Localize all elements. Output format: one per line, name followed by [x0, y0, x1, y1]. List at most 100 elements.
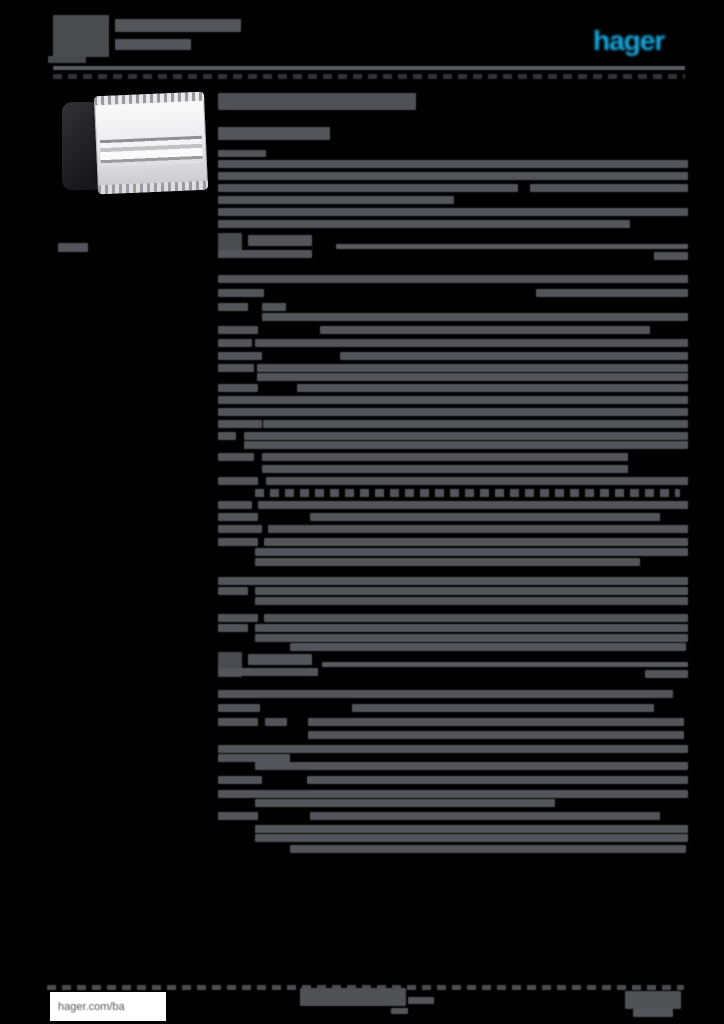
- redacted-text-bar: [255, 624, 688, 632]
- photo-heatsink-fins-bottom: [97, 180, 209, 195]
- redacted-text-bar: [262, 465, 628, 473]
- redacted-text-bar: [300, 988, 406, 1006]
- redacted-text-bar: [255, 597, 688, 605]
- redacted-text-bar: [218, 184, 518, 192]
- redacted-text-bar: [218, 614, 258, 622]
- redacted-text-bar: [263, 420, 688, 428]
- redacted-text-bar: [262, 313, 688, 321]
- redacted-text-bar: [218, 364, 254, 372]
- redacted-text-bar: [310, 812, 660, 820]
- redacted-text-bar: [633, 1009, 673, 1017]
- redacted-text-bar: [218, 525, 262, 533]
- redacted-text-bar: [218, 745, 688, 753]
- redacted-text-bar: [322, 662, 688, 667]
- redacted-text-bar: [218, 408, 688, 416]
- redacted-text-bar: [255, 825, 688, 833]
- redacted-text-bar: [391, 1008, 408, 1014]
- redacted-text-bar: [47, 985, 684, 990]
- redacted-text-bar: [218, 432, 236, 440]
- redacted-text-bar: [218, 172, 688, 180]
- redacted-text-bar: [218, 587, 248, 595]
- redacted-text-bar: [654, 252, 688, 260]
- redacted-text-bar: [308, 718, 684, 726]
- redacted-text-bar: [257, 364, 688, 372]
- redacted-text-bar: [255, 489, 680, 497]
- redacted-text-bar: [218, 718, 258, 726]
- redacted-text-bar: [218, 477, 258, 485]
- redacted-text-bar: [290, 643, 686, 651]
- redacted-text-bar: [218, 339, 252, 347]
- redacted-text-bar: [218, 275, 688, 283]
- redacted-text-bar: [218, 668, 318, 676]
- redacted-text-bar: [218, 303, 248, 311]
- redacted-text-bar: [262, 303, 286, 311]
- redacted-text-bar: [297, 384, 688, 392]
- redacted-text-bar: [218, 250, 312, 258]
- redacted-text-bar: [115, 39, 191, 50]
- redacted-text-bar: [266, 477, 688, 485]
- redacted-text-bar: [257, 373, 688, 381]
- redacted-text-bar: [218, 289, 264, 297]
- redacted-text-bar: [244, 441, 688, 449]
- redacted-text-bar: [218, 754, 290, 762]
- redacted-text-bar: [218, 776, 262, 784]
- redacted-text-bar: [255, 339, 688, 347]
- redacted-text-bar: [218, 326, 258, 334]
- footer-url-box: hager.com/ba: [50, 992, 166, 1021]
- redacted-text-bar: [255, 834, 688, 842]
- redacted-text-bar: [255, 762, 688, 770]
- redacted-text-bar: [218, 196, 454, 204]
- redacted-text-bar: [536, 289, 688, 297]
- redacted-text-bar: [645, 670, 688, 678]
- redacted-text-bar: [53, 15, 109, 57]
- redacted-text-bar: [218, 160, 688, 168]
- redacted-text-bar: [244, 432, 688, 440]
- redacted-text-bar: [218, 577, 688, 585]
- redacted-text-bar: [290, 845, 686, 853]
- photo-front-panel: [93, 91, 209, 195]
- redacted-text-bar: [264, 538, 688, 546]
- redacted-text-bar: [255, 558, 640, 566]
- redacted-text-bar: [265, 718, 287, 726]
- redacted-text-bar: [218, 538, 258, 546]
- redacted-text-bar: [255, 587, 688, 595]
- photo-heatsink-fins-top: [93, 91, 205, 106]
- redacted-text-bar: [218, 127, 330, 140]
- redacted-text-bar: [308, 731, 684, 739]
- redacted-text-bar: [310, 513, 660, 521]
- redacted-text-bar: [58, 243, 88, 252]
- redacted-text-bar: [255, 799, 555, 807]
- redacted-text-bar: [268, 525, 688, 533]
- redacted-text-bar: [248, 235, 312, 246]
- redacted-text-bar: [218, 453, 254, 461]
- redacted-text-bar: [218, 396, 264, 404]
- product-photo: [56, 86, 216, 208]
- redacted-text-bar: [218, 624, 248, 632]
- redacted-text-bar: [255, 634, 688, 642]
- redacted-text-bar: [53, 66, 685, 70]
- photo-lens-strip: [99, 135, 203, 168]
- redacted-text-bar: [340, 352, 688, 360]
- redacted-text-bar: [248, 654, 312, 665]
- redacted-text-bar: [218, 220, 630, 228]
- redacted-text-bar: [218, 704, 260, 712]
- redacted-text-bar: [352, 704, 654, 712]
- redacted-text-bar: [218, 150, 266, 157]
- redacted-text-bar: [255, 548, 688, 556]
- redacted-text-bar: [218, 501, 252, 509]
- footer-url: hager.com/ba: [58, 1000, 125, 1013]
- redacted-text-bar: [218, 690, 673, 698]
- redacted-text-bar: [255, 396, 688, 404]
- redacted-text-bar: [218, 513, 258, 521]
- redacted-text-bar: [48, 56, 86, 63]
- redacted-text-bar: [218, 93, 416, 110]
- redacted-text-bar: [218, 384, 258, 392]
- redacted-text-bar: [408, 997, 434, 1004]
- redacted-text-bar: [115, 19, 241, 32]
- hager-logo: hager: [593, 25, 665, 56]
- redacted-text-bar: [218, 420, 262, 428]
- redacted-text-bar: [258, 501, 688, 509]
- redacted-text-bar: [264, 614, 688, 622]
